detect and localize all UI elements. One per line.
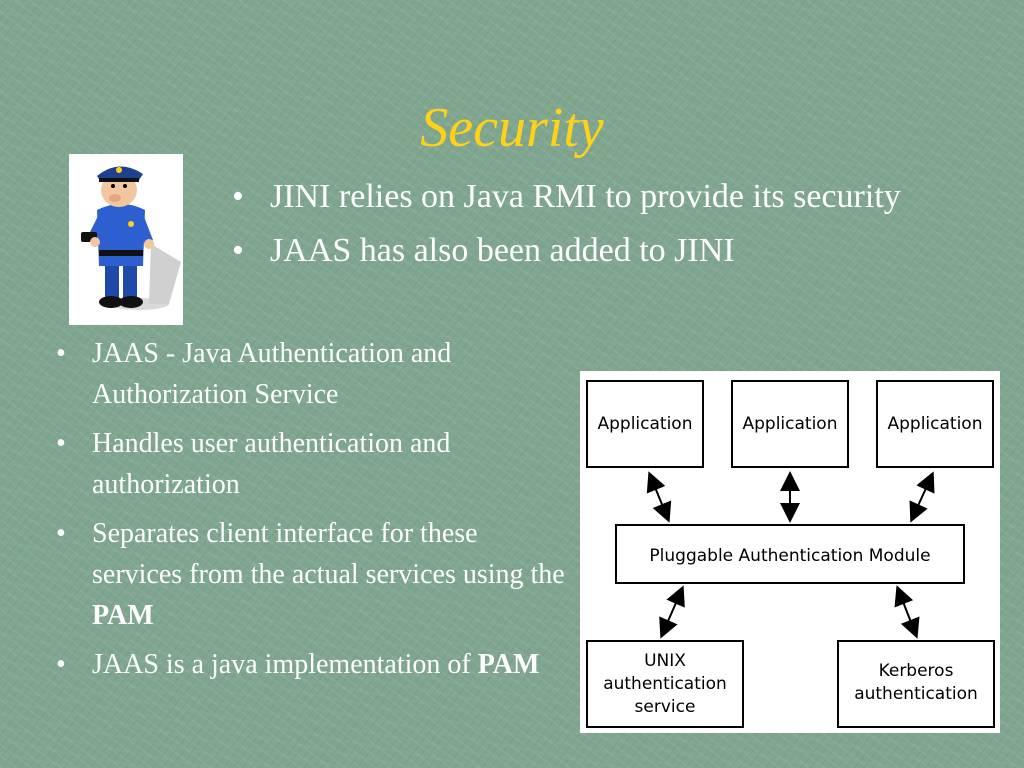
left-bullet-item: • JAAS - Java Authentication and Authori…: [52, 333, 572, 415]
left-bullet-list: • JAAS - Java Authentication and Authori…: [52, 333, 572, 693]
bidirectional-arrow: [909, 471, 935, 523]
left-bullet-bold: PAM: [92, 600, 154, 631]
top-bullet-text: JAAS has also been added to JINI: [270, 232, 735, 269]
left-bullet-item: • Handles user authentication and author…: [52, 423, 572, 505]
top-bullet-item: • JAAS has also been added to JINI: [228, 230, 928, 272]
application-label: Application: [598, 414, 693, 434]
application-label: Application: [743, 414, 838, 434]
slide-title: Security: [420, 97, 604, 159]
left-bullet-item: • Separates client interface for these s…: [52, 513, 572, 636]
top-bullet-list: • JINI relies on Java RMI to provide its…: [228, 176, 928, 284]
application-box: [876, 380, 994, 468]
bullet-marker: •: [56, 518, 66, 549]
kerberos-auth-label: Kerberos: [879, 661, 954, 681]
unix-auth-label: authentication: [603, 674, 727, 694]
left-bullet-item: • JAAS is a java implementation of PAM: [52, 644, 572, 685]
application-label: Application: [888, 414, 983, 434]
bidirectional-arrow: [894, 585, 920, 639]
kerberos-auth-box: [837, 640, 995, 728]
left-bullet-text: JAAS - Java Authentication and Authoriza…: [92, 338, 452, 410]
top-bullet-text: JINI relies on Java RMI to provide its s…: [270, 178, 901, 215]
bullet-marker: •: [232, 178, 244, 215]
police-officer-image: [69, 154, 183, 325]
pam-diagram-svg: Application Application Application Plug…: [586, 380, 995, 728]
application-box: [731, 380, 849, 468]
application-box: [586, 380, 704, 468]
left-bullet-text: JAAS is a java implementation of: [92, 649, 478, 680]
bullet-marker: •: [56, 649, 66, 680]
bidirectional-arrow: [646, 471, 672, 523]
bullet-marker: •: [56, 338, 66, 369]
bidirectional-arrow: [659, 585, 685, 639]
bullet-marker: •: [232, 232, 244, 269]
unix-auth-label: service: [635, 697, 696, 717]
left-bullet-text: Separates client interface for these ser…: [92, 518, 565, 590]
left-bullet-text: Handles user authentication and authoriz…: [92, 428, 451, 500]
top-bullet-item: • JINI relies on Java RMI to provide its…: [228, 176, 928, 218]
unix-auth-label: UNIX: [644, 651, 686, 671]
pam-diagram: Application Application Application Plug…: [580, 371, 1000, 733]
police-officer-icon: [81, 166, 181, 310]
unix-auth-box: [586, 640, 744, 728]
bullet-marker: •: [56, 428, 66, 459]
pam-module-label: Pluggable Authentication Module: [649, 546, 930, 566]
pam-module-box: [615, 524, 965, 584]
left-bullet-bold: PAM: [477, 649, 540, 680]
kerberos-auth-label: authentication: [854, 684, 978, 704]
